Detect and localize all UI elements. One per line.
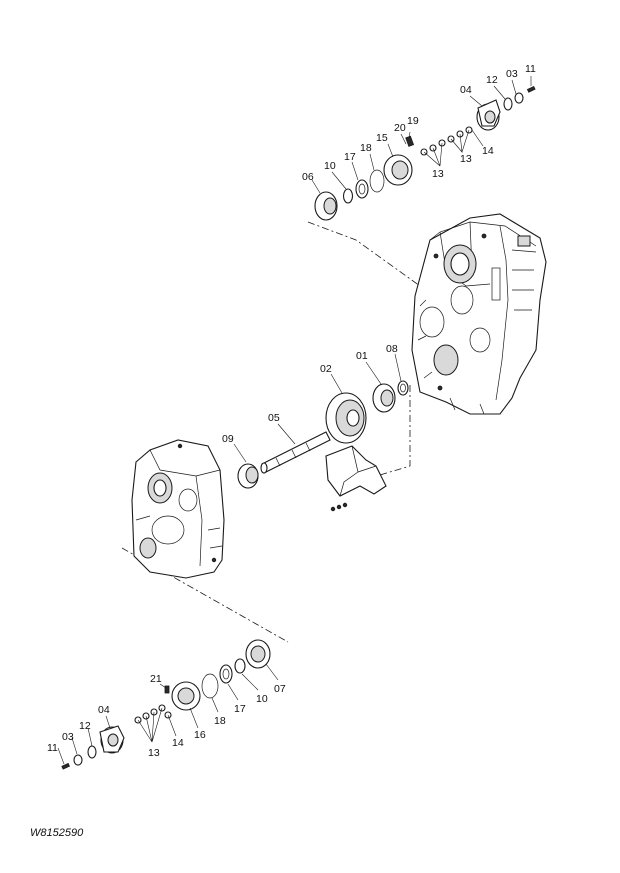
callout-labels: 11 03 12 04 19 20 15 18 17 10 06 13 13 1… (47, 63, 536, 759)
callout-13-top-b: 13 (460, 153, 472, 165)
callout-19-top: 19 (407, 115, 419, 127)
callout-14-top: 14 (482, 145, 494, 157)
center-lines (121, 221, 421, 643)
right-housing (411, 213, 547, 415)
callout-11-bottom: 11 (47, 742, 58, 754)
callout-13-top-a: 13 (432, 168, 444, 180)
callout-14-bottom: 14 (172, 737, 184, 749)
callout-06-top: 06 (302, 171, 314, 183)
callout-03-bottom: 03 (62, 731, 74, 743)
callout-11-top: 11 (525, 63, 536, 75)
callout-08: 08 (386, 343, 398, 355)
callout-12-top: 12 (486, 74, 498, 86)
callout-02: 02 (320, 363, 332, 375)
callout-10-bottom: 10 (256, 693, 268, 705)
callout-18-top: 18 (360, 142, 372, 154)
drawing-code: W8152590 (30, 827, 84, 839)
left-housing (131, 439, 225, 579)
callout-05: 05 (268, 412, 280, 424)
callout-20-top: 20 (394, 122, 406, 134)
callout-15-top: 15 (376, 132, 388, 144)
middle-shaft-group (237, 380, 409, 489)
callout-21: 21 (150, 673, 162, 685)
callout-13-bottom: 13 (148, 747, 160, 759)
callout-01: 01 (356, 350, 368, 362)
callout-10-top: 10 (324, 160, 336, 172)
callout-09: 09 (222, 433, 234, 445)
callout-17-top: 17 (344, 151, 356, 163)
callout-03-top: 03 (506, 68, 518, 80)
callout-16-bottom: 16 (194, 729, 206, 741)
callout-04-bottom: 04 (98, 704, 110, 716)
callout-17-bottom: 17 (234, 703, 246, 715)
guard-plate (325, 445, 387, 512)
bottom-shaft-group (61, 639, 271, 770)
leader-lines (57, 76, 532, 765)
callout-12-bottom: 12 (79, 720, 91, 732)
callout-07: 07 (274, 683, 286, 695)
callout-04-top: 04 (460, 84, 472, 96)
top-shaft-group (314, 85, 536, 221)
callout-18-bottom: 18 (214, 715, 226, 727)
